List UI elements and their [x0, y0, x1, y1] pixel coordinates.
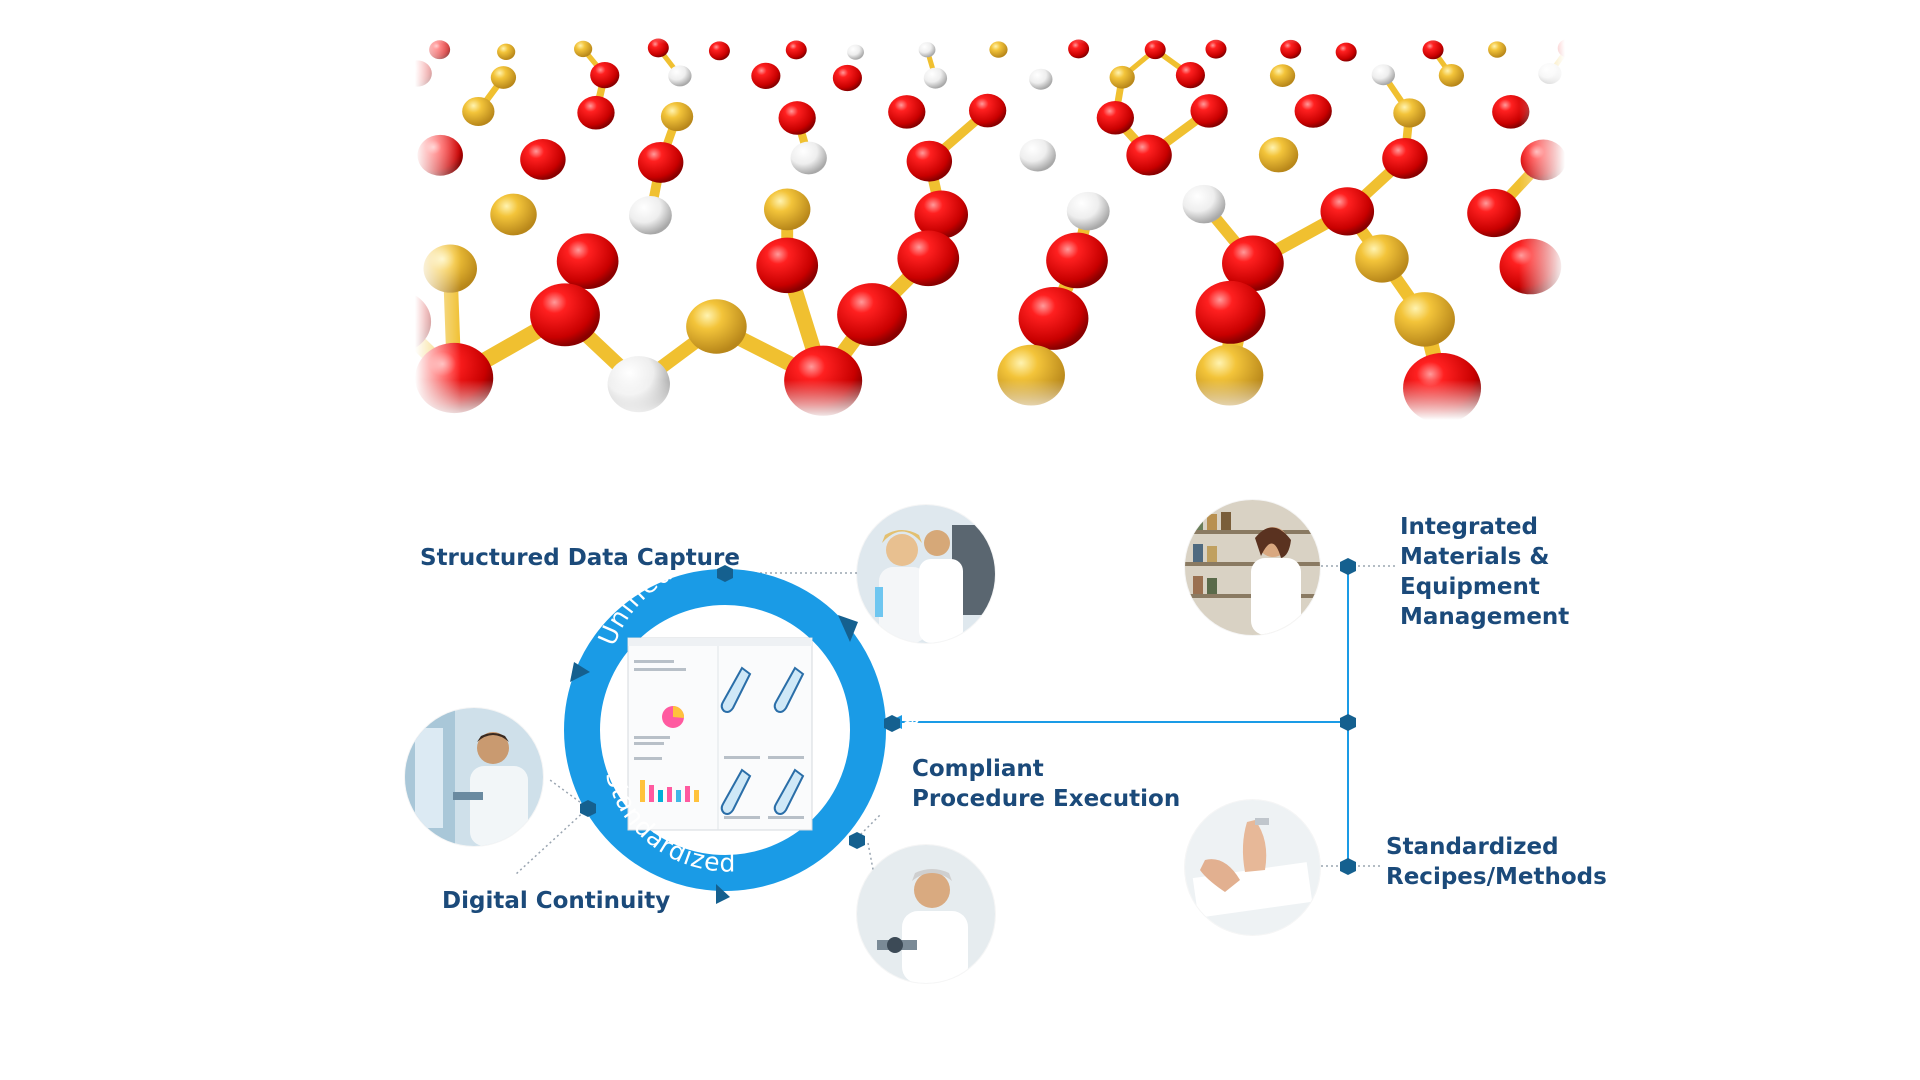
ring-arrows	[570, 615, 858, 904]
scientists-photo	[857, 505, 995, 643]
cycle-ring	[564, 569, 886, 891]
shelf-photo	[1185, 500, 1320, 635]
pipette-photo	[405, 708, 543, 846]
node-right	[884, 715, 900, 732]
label-line: Compliant	[912, 756, 1044, 782]
label-digital-continuity: Digital Continuity	[442, 888, 671, 914]
label-line: Procedure Execution	[912, 786, 1181, 812]
molecule-lattice-image	[415, 20, 1565, 420]
label-integrated-materials: Integrated Materials & Equipment Managem…	[1400, 512, 1569, 632]
microscope-photo	[857, 845, 995, 983]
label-standardized-recipes: Standardized Recipes/Methods	[1386, 832, 1607, 892]
software-screenshot-thumbnail	[627, 637, 813, 831]
arrow-right-icon	[838, 615, 858, 642]
hex-nodes	[580, 558, 1356, 875]
node-recipes	[1340, 858, 1356, 875]
arrow-left-icon	[570, 662, 590, 682]
node-materials	[1340, 558, 1356, 575]
label-line: Management	[1400, 604, 1570, 630]
documents-photo	[1185, 800, 1320, 935]
label-line: Recipes/Methods	[1386, 864, 1607, 890]
label-line: Integrated	[1400, 514, 1538, 540]
node-left	[580, 800, 596, 817]
node-top	[717, 565, 733, 582]
label-compliant-procedure-execution: Compliant Procedure Execution	[912, 754, 1180, 814]
label-line: Materials &	[1400, 544, 1550, 570]
label-line: Equipment	[1400, 574, 1540, 600]
node-middle	[1340, 714, 1356, 731]
node-bottom-right	[849, 832, 865, 849]
label-structured-data-capture: Structured Data Capture	[420, 545, 741, 571]
label-line: Standardized	[1386, 834, 1559, 860]
arrow-bottom-icon	[716, 884, 730, 904]
